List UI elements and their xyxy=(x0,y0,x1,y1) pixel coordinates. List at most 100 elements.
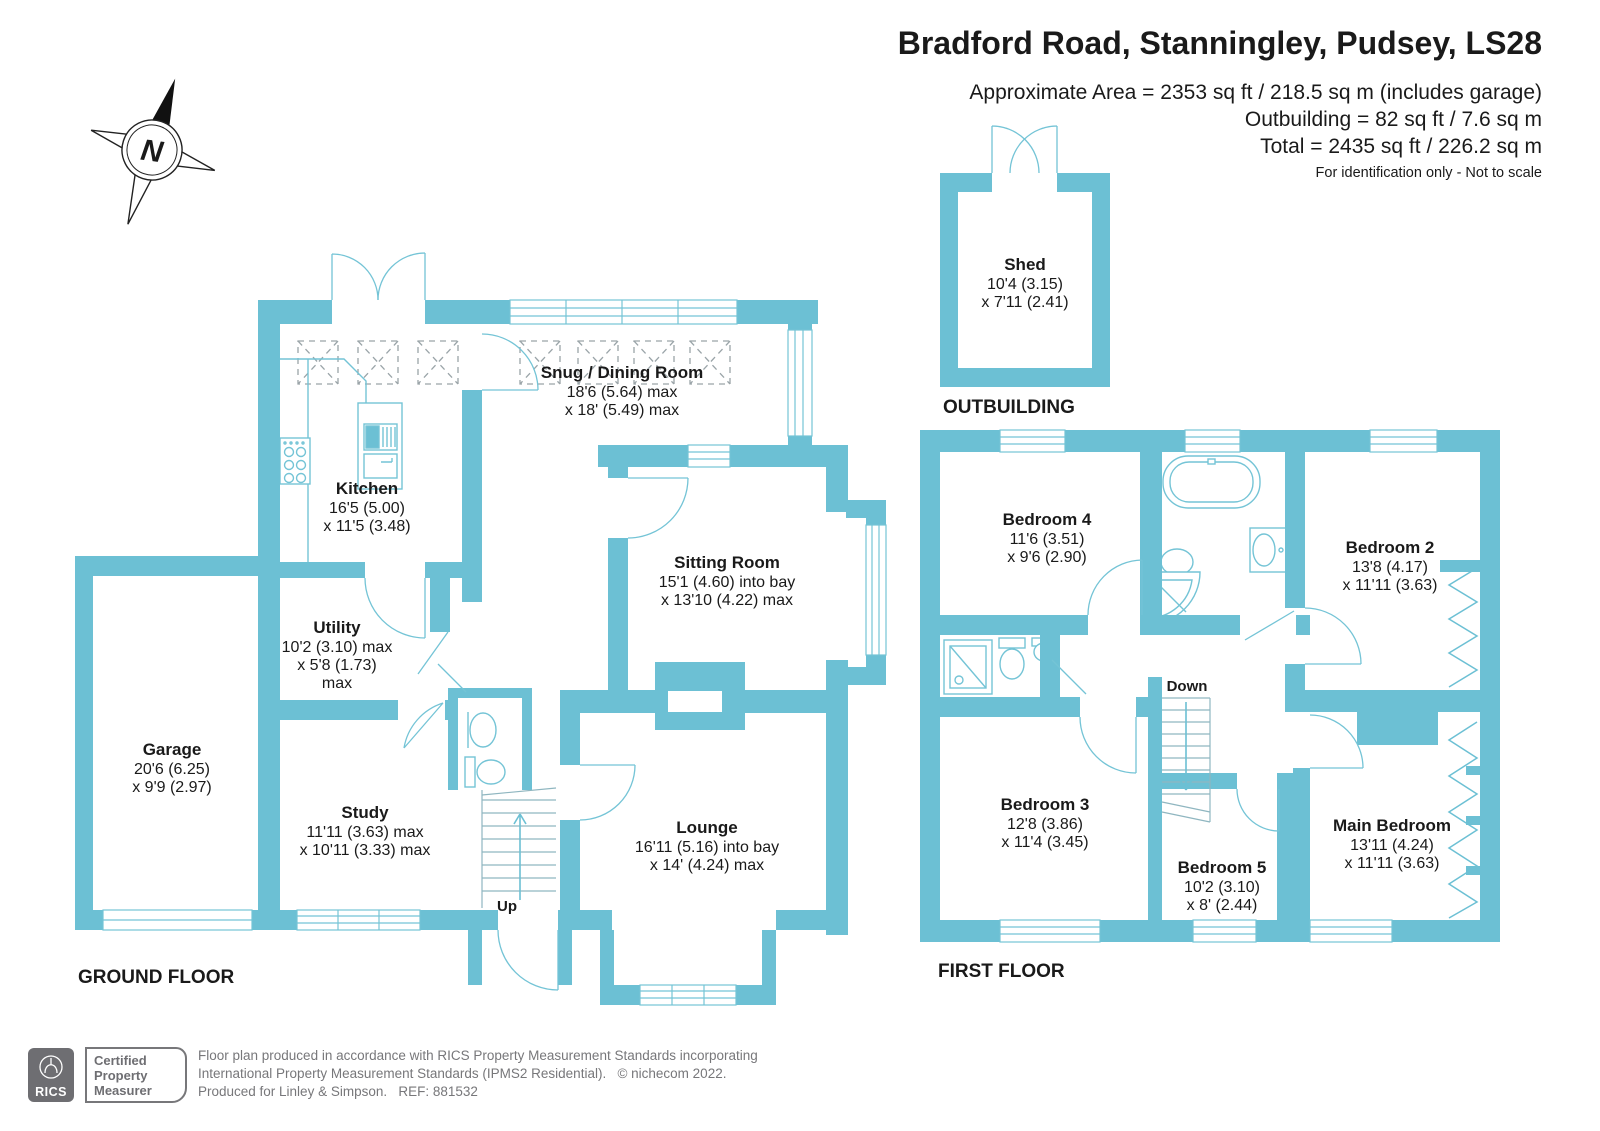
svg-text:10'2 (3.10): 10'2 (3.10) xyxy=(1184,879,1260,896)
chimney-breast xyxy=(1357,712,1438,745)
front-door xyxy=(497,929,559,991)
window xyxy=(1184,429,1241,453)
outbuilding-section-label: OUTBUILDING xyxy=(943,397,1075,418)
svg-text:16'11 (5.16) into bay: 16'11 (5.16) into bay xyxy=(635,839,779,856)
skylight-icon xyxy=(689,340,731,385)
chimney-flue xyxy=(668,691,722,712)
doors xyxy=(331,125,1364,991)
stairs-down-arrow-icon xyxy=(1179,702,1193,791)
kitchen-counter xyxy=(280,358,367,403)
window xyxy=(1192,919,1257,943)
room-bedroom3 xyxy=(940,717,1148,920)
door xyxy=(1087,559,1143,616)
window xyxy=(865,524,887,656)
door xyxy=(481,333,539,391)
label-study: Study 11'11 (3.63) max x 10'11 (3.33) ma… xyxy=(300,803,431,859)
bay-window xyxy=(639,984,737,1006)
stairs-ground xyxy=(481,787,557,908)
svg-text:x 18' (5.49) max: x 18' (5.49) max xyxy=(565,402,679,419)
area-line-3: Total = 2435 sq ft / 226.2 sq m xyxy=(1260,135,1542,158)
door xyxy=(1236,788,1280,832)
svg-text:x 14' (4.24) max: x 14' (4.24) max xyxy=(650,857,764,874)
scale-disclaimer: For identification only - Not to scale xyxy=(1316,165,1542,181)
label-garage: Garage 20'6 (6.25) x 9'9 (2.97) xyxy=(132,740,212,796)
compass-north-icon: N xyxy=(90,78,216,225)
room-bedroom5 xyxy=(1162,789,1277,920)
room-bedroom4 xyxy=(940,452,1140,615)
skylight-icon xyxy=(519,340,561,385)
room-floors xyxy=(93,192,1480,930)
svg-text:x 11'11 (3.63): x 11'11 (3.63) xyxy=(1343,577,1438,594)
shower-room-toilet-icon xyxy=(998,637,1026,680)
window xyxy=(999,429,1066,453)
footer-line-2: International Property Measurement Stand… xyxy=(198,1066,726,1081)
label-bedroom5: Bedroom 5 10'2 (3.10) x 8' (2.44) xyxy=(1178,858,1267,914)
svg-text:Garage: Garage xyxy=(143,740,202,759)
svg-text:Sitting Room: Sitting Room xyxy=(674,553,780,572)
svg-text:16'5 (5.00): 16'5 (5.00) xyxy=(329,500,405,517)
svg-text:Utility: Utility xyxy=(313,618,361,637)
skylight-icon xyxy=(417,340,459,385)
svg-text:Lounge: Lounge xyxy=(676,818,737,837)
window xyxy=(296,909,421,931)
svg-text:Bedroom 2: Bedroom 2 xyxy=(1346,538,1435,557)
wc-sink-icon xyxy=(467,712,497,748)
window xyxy=(787,329,813,437)
wardrobe-main-bedroom xyxy=(1447,721,1479,919)
skylight-icon xyxy=(297,340,339,385)
svg-text:x 10'11 (3.33) max: x 10'11 (3.33) max xyxy=(300,842,431,859)
svg-text:10'2 (3.10) max: 10'2 (3.10) max xyxy=(282,639,393,656)
stairs-up-label: Up xyxy=(497,898,517,915)
window xyxy=(687,444,731,468)
french-door xyxy=(331,253,379,301)
svg-text:x 9'6 (2.90): x 9'6 (2.90) xyxy=(1007,549,1087,566)
shed-door xyxy=(1009,125,1058,174)
kitchen-island-icon xyxy=(357,402,403,490)
svg-text:max: max xyxy=(322,675,352,692)
bath-icon xyxy=(1162,455,1261,509)
svg-text:Bedroom 4: Bedroom 4 xyxy=(1003,510,1092,529)
wardrobes xyxy=(1447,567,1479,919)
svg-text:x 13'10 (4.22) max: x 13'10 (4.22) max xyxy=(661,592,793,609)
footer: RICS Certified Property Measurer Floor p… xyxy=(28,1047,758,1103)
skylight-icons xyxy=(297,340,731,385)
svg-text:x 8' (2.44): x 8' (2.44) xyxy=(1187,897,1258,914)
svg-text:Bedroom 3: Bedroom 3 xyxy=(1001,795,1090,814)
room-shed xyxy=(958,192,1092,368)
door xyxy=(1079,716,1137,774)
rics-lyre-icon xyxy=(44,1058,58,1074)
fixtures xyxy=(279,358,1289,788)
svg-text:x 11'4 (3.45): x 11'4 (3.45) xyxy=(1001,834,1088,851)
label-shed: Shed 10'4 (3.15) x 7'11 (2.41) xyxy=(981,255,1068,311)
svg-text:12'8 (3.86): 12'8 (3.86) xyxy=(1007,816,1083,833)
header-block: Bradford Road, Stanningley, Pudsey, LS28… xyxy=(898,25,1542,181)
rics-logo: RICS xyxy=(28,1048,74,1102)
svg-text:Main Bedroom: Main Bedroom xyxy=(1333,816,1451,835)
garage-door xyxy=(102,909,253,931)
door xyxy=(1051,659,1087,695)
label-bedroom2: Bedroom 2 13'8 (4.17) x 11'11 (3.63) xyxy=(1343,538,1438,594)
room-labels: Shed 10'4 (3.15) x 7'11 (2.41) Kitchen 1… xyxy=(132,255,1451,915)
stairs-up-arrow-icon xyxy=(513,813,527,900)
door xyxy=(364,577,426,639)
door xyxy=(403,702,444,749)
svg-text:20'6 (6.25): 20'6 (6.25) xyxy=(134,761,210,778)
shower-tray-icon xyxy=(943,639,993,695)
shed-door xyxy=(991,125,1040,174)
certified-measurer-badge: Certified Property Measurer xyxy=(85,1047,187,1103)
windows xyxy=(102,299,1438,1006)
svg-text:Kitchen: Kitchen xyxy=(336,479,398,498)
area-line-2: Outbuilding = 82 sq ft / 7.6 sq m xyxy=(1245,108,1542,131)
first-floor-section-label: FIRST FLOOR xyxy=(938,961,1065,982)
svg-text:18'6 (5.64) max: 18'6 (5.64) max xyxy=(567,384,678,401)
svg-text:15'1 (4.60) into bay: 15'1 (4.60) into bay xyxy=(659,574,795,591)
skylight-icon xyxy=(633,340,675,385)
wardrobe-bedroom2 xyxy=(1447,567,1479,688)
room-garage xyxy=(93,576,258,910)
svg-text:11'6 (3.51): 11'6 (3.51) xyxy=(1010,531,1085,548)
svg-text:10'4 (3.15): 10'4 (3.15) xyxy=(987,276,1063,293)
room-utility xyxy=(280,578,430,700)
svg-text:Shed: Shed xyxy=(1004,255,1046,274)
page-title: Bradford Road, Stanningley, Pudsey, LS28 xyxy=(898,25,1542,61)
